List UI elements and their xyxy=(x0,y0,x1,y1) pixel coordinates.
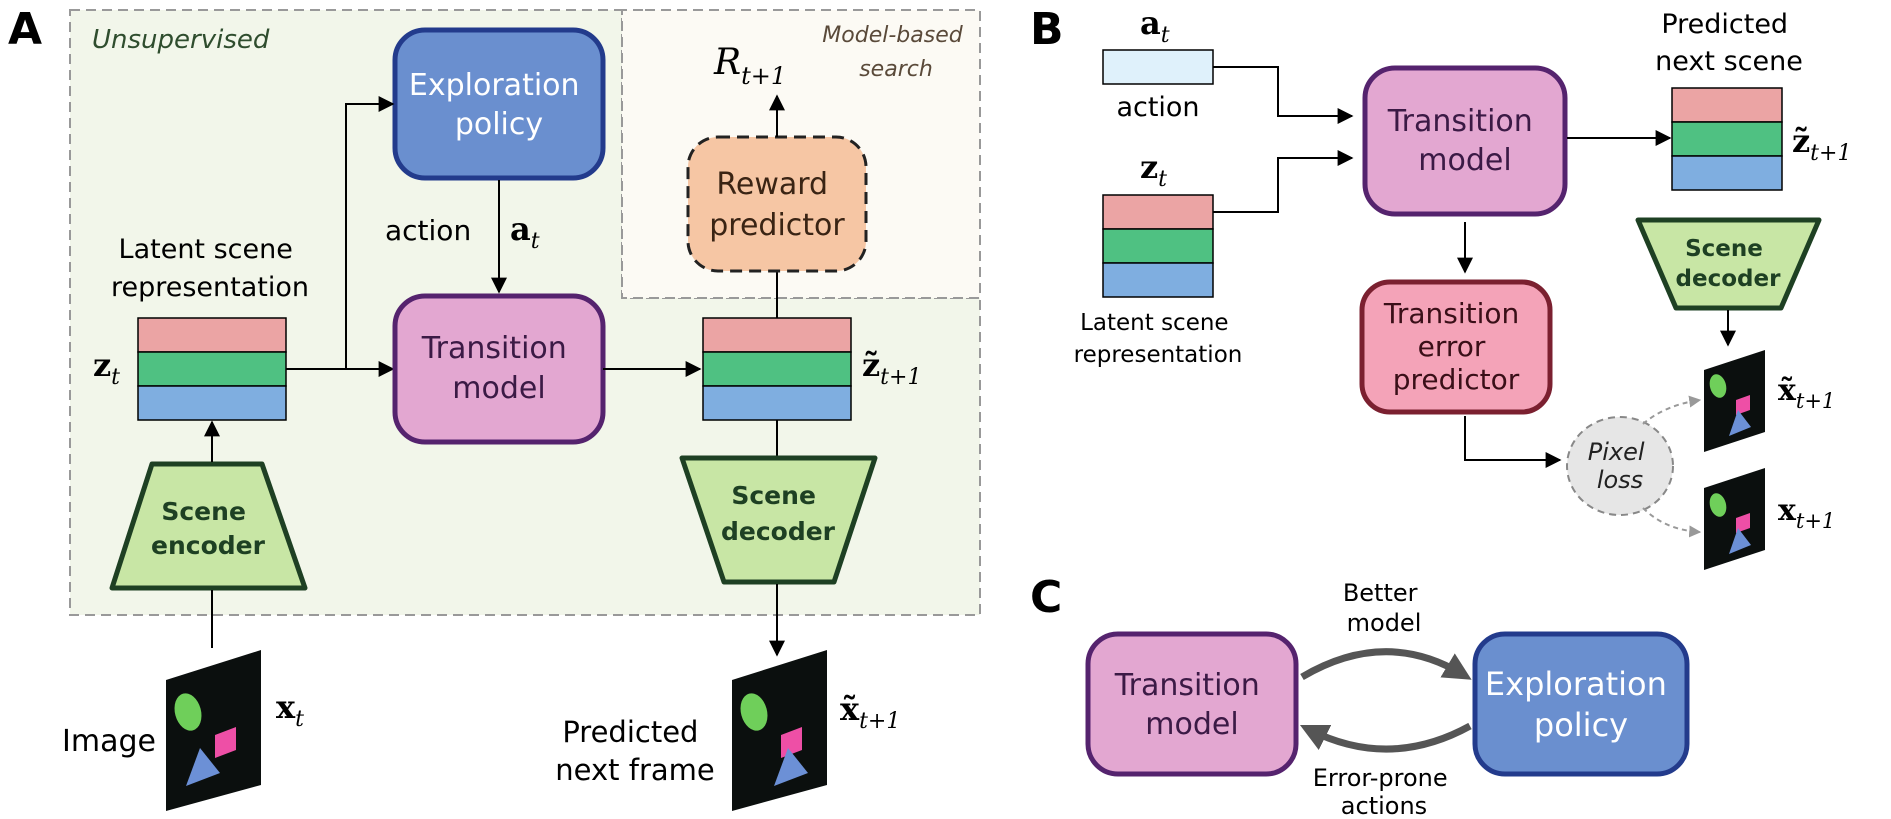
reward-predictor-box: Reward predictor xyxy=(686,135,868,273)
image-label: Image xyxy=(62,724,156,759)
panel-a: A Unsupervised Model-based search Explor… xyxy=(8,4,981,811)
action-label-b: action xyxy=(1116,92,1199,123)
svg-text:Pixel loss: Pixel loss xyxy=(1588,438,1652,494)
latent-label-a: Latent scene representation xyxy=(111,234,309,303)
scene-decoder-b: Scene decoder xyxy=(1635,217,1822,311)
latent-z-next-a xyxy=(702,317,852,421)
image-x-next-b xyxy=(1704,468,1765,570)
z-t-symbol-b: zt xyxy=(1140,148,1167,192)
svg-text:Scene decoder: Scene decoder xyxy=(721,481,836,546)
transition-model-box-a: Transition model xyxy=(392,293,606,445)
cycle-arrow-error-prone xyxy=(1299,722,1472,753)
transition-model-box-b: Transition model xyxy=(1362,65,1568,217)
predicted-scene-label: Predicted next scene xyxy=(1655,9,1803,77)
image-x-tilde-next xyxy=(732,650,827,811)
arrow-action-to-transition-b xyxy=(1213,66,1354,124)
error-prone-label: Error-prone actions xyxy=(1313,764,1456,819)
action-vector-b xyxy=(1102,49,1214,85)
a-t-symbol-a: at xyxy=(510,210,540,254)
panel-letter-b: B xyxy=(1030,4,1064,55)
arrow-z-to-transition-b xyxy=(1213,150,1354,213)
latent-z-next-b xyxy=(1671,87,1783,191)
svg-text:Reward predictor: Reward predictor xyxy=(709,167,845,243)
x-tilde-next-symbol-b: x̃t+1 xyxy=(1778,373,1835,413)
z-t-symbol-a: zt xyxy=(93,346,120,390)
gray-arrow-to-x-tilde xyxy=(1642,395,1702,425)
scene-decoder-a: Scene decoder xyxy=(679,455,878,585)
exploration-policy-box-a: Exploration policy xyxy=(392,27,606,181)
transition-error-predictor-box: Transition error predictor xyxy=(1359,279,1553,415)
panel-letter-a: A xyxy=(8,4,42,55)
predicted-frame-label: Predicted next frame xyxy=(555,715,714,787)
svg-text:Transition error: Transition error predictor xyxy=(1383,297,1528,396)
latent-z-t-a xyxy=(137,317,287,421)
latent-label-b: Latent scene representation xyxy=(1074,310,1243,368)
cycle-arrow-better-model xyxy=(1300,648,1472,681)
arrow-error-to-pixel-loss xyxy=(1464,416,1562,468)
model-based-label: Model-based search xyxy=(822,23,969,82)
panel-b: B at action zt Latent scene representati… xyxy=(1030,4,1851,570)
x-tilde-next-symbol-a: x̃t+1 xyxy=(840,690,900,734)
gray-arrow-to-x xyxy=(1642,507,1702,538)
transition-model-box-c: Transition model xyxy=(1085,631,1299,777)
pixel-loss-node: Pixel loss xyxy=(1566,416,1674,516)
scene-encoder-a: Scene encoder xyxy=(109,461,308,591)
action-label-a: action xyxy=(385,214,471,247)
svg-text:Transition model: Transition model xyxy=(421,331,577,406)
better-model-label: Better model xyxy=(1343,579,1425,637)
svg-text:Exploration policy: Exploration policy xyxy=(409,68,589,142)
svg-text:Transition model: Transition model xyxy=(1387,104,1543,178)
image-x-t xyxy=(166,650,261,811)
x-next-symbol-b: xt+1 xyxy=(1778,493,1835,533)
unsupervised-label: Unsupervised xyxy=(92,25,270,55)
image-x-tilde-next-b xyxy=(1704,350,1765,452)
z-tilde-next-symbol-a: z̃t+1 xyxy=(862,346,921,390)
svg-text:Exploration policy: Exploration policy xyxy=(1485,665,1677,744)
svg-text:Scene encoder: Scene encoder xyxy=(151,497,266,560)
x-t-symbol: xt xyxy=(276,688,304,732)
svg-text:Transition model: Transition model xyxy=(1114,668,1270,742)
panel-letter-c: C xyxy=(1030,572,1062,623)
exploration-policy-box-c: Exploration policy xyxy=(1472,631,1690,777)
svg-text:Scene decoder: Scene decoder xyxy=(1676,236,1782,292)
a-t-symbol-b: at xyxy=(1140,4,1170,48)
R-next-symbol: Rt+1 xyxy=(713,42,786,90)
latent-z-t-b xyxy=(1102,194,1214,298)
panel-c: C Transition model Exploration policy Be… xyxy=(1030,572,1690,819)
z-tilde-next-symbol-b: z̃t+1 xyxy=(1792,122,1851,166)
